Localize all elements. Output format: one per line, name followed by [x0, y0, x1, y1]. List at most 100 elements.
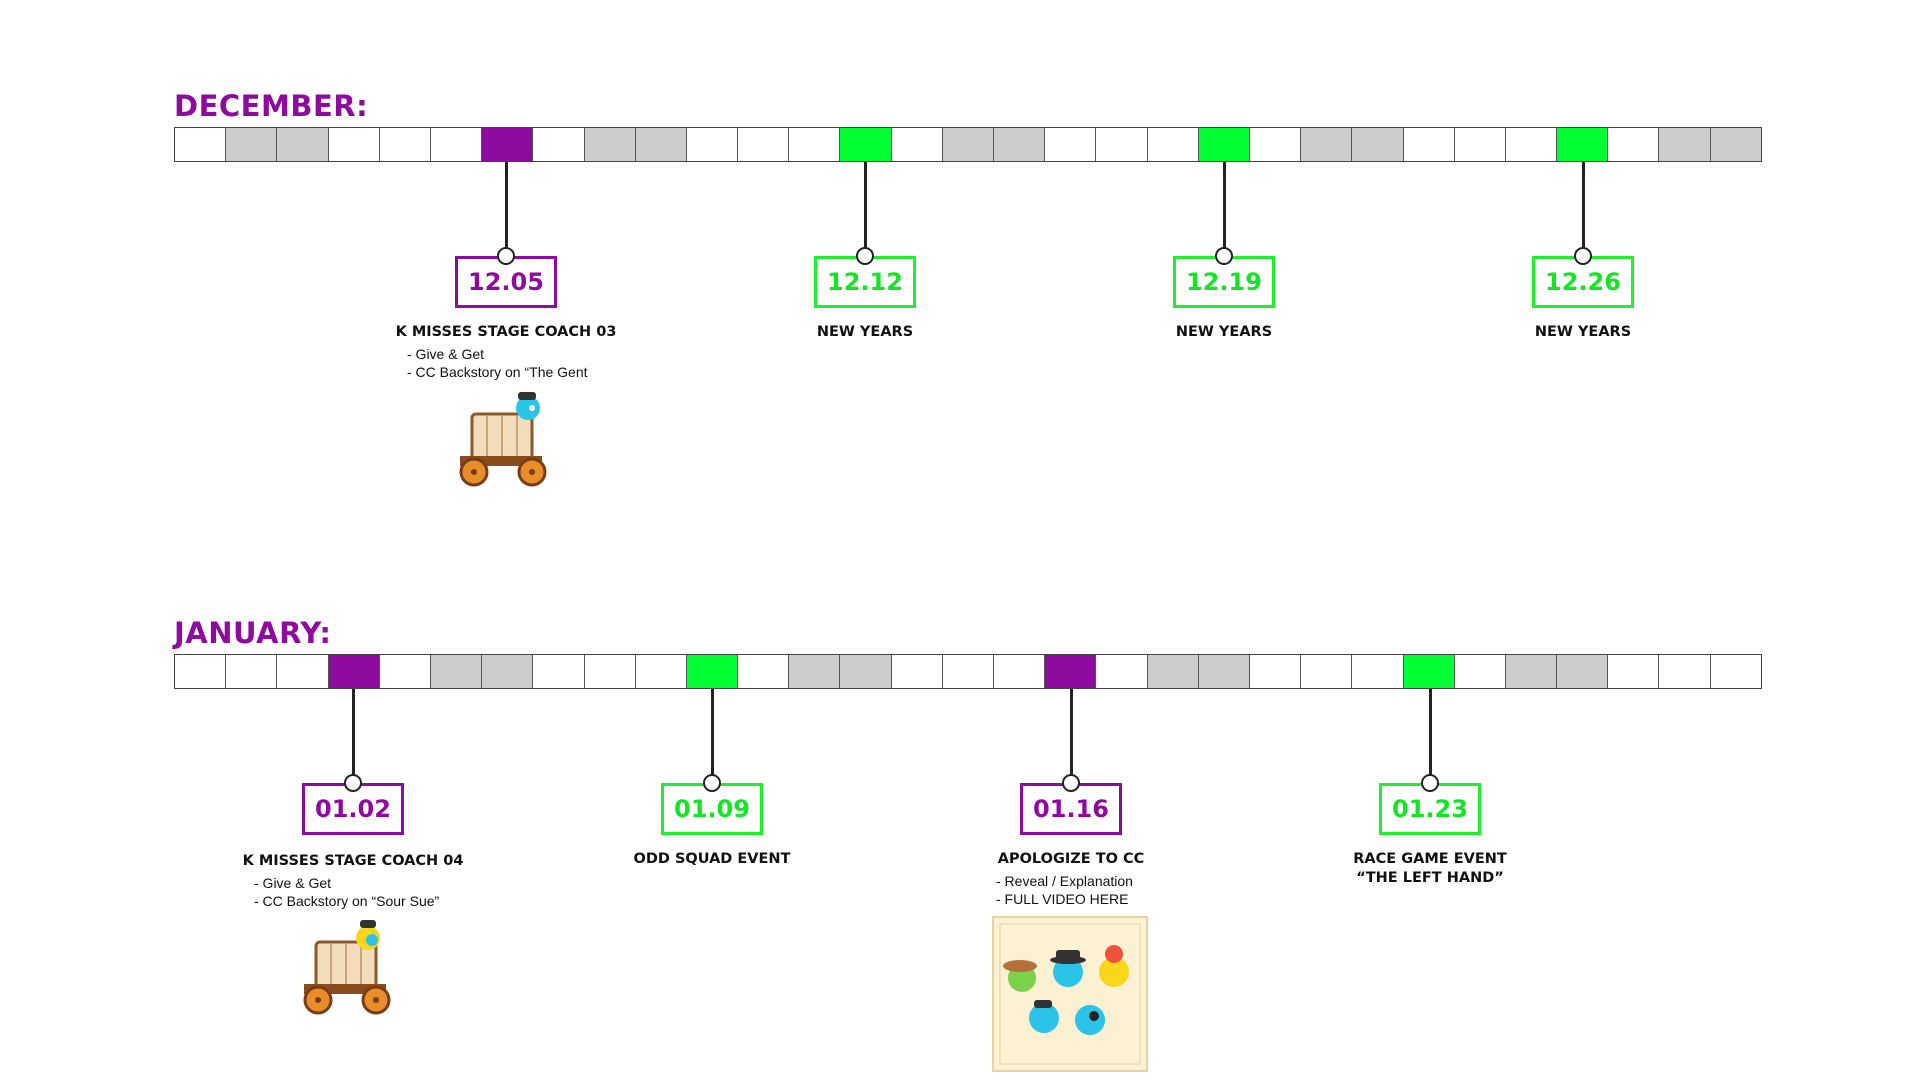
date-badge: 12.26: [1532, 256, 1634, 308]
event-subtitle: “THE LEFT HAND”: [1356, 870, 1504, 886]
day-cell: [482, 655, 534, 688]
day-cell: [1454, 128, 1506, 161]
event-bullet: - CC Backstory on “The Gent: [407, 364, 588, 380]
event-title: APOLOGIZE TO CC: [997, 851, 1145, 867]
day-cell: [840, 128, 892, 161]
day-cell: [1249, 128, 1302, 161]
day-cell: [891, 655, 943, 688]
day-cell: [175, 655, 227, 688]
day-cell: [789, 655, 841, 688]
timeline-node: [1062, 774, 1080, 792]
day-cell: [1659, 128, 1711, 161]
day-cell: [1557, 128, 1609, 161]
day-cell: [1454, 655, 1506, 688]
day-cell: [533, 128, 585, 161]
day-cell: [584, 655, 636, 688]
event-bullets: - Give & Get - CC Backstory on “The Gent: [407, 345, 588, 381]
event-connector: [1429, 689, 1432, 784]
event-connector: [1582, 162, 1585, 257]
stagecoach-icon: [459, 392, 547, 487]
character-group-card[interactable]: [992, 916, 1148, 1072]
day-cell: [379, 655, 431, 688]
event-connector: [711, 689, 714, 784]
event-title: NEW YEARS: [816, 324, 914, 340]
event-connector: [1223, 162, 1226, 257]
day-cell: [942, 128, 994, 161]
event-bullet: - Give & Get: [407, 346, 485, 362]
event-bullet: - CC Backstory on “Sour Sue”: [254, 893, 440, 909]
day-cell: [1608, 128, 1660, 161]
day-cell: [1352, 128, 1404, 161]
day-cell: [1198, 655, 1250, 688]
timeline-node: [344, 774, 362, 792]
day-cell: [1096, 655, 1148, 688]
day-cell: [994, 655, 1046, 688]
day-cell: [840, 655, 892, 688]
day-cell: [1147, 655, 1199, 688]
day-cell: [1505, 655, 1558, 688]
event-title: NEW YEARS: [1175, 324, 1273, 340]
day-cell: [1403, 655, 1455, 688]
month-title-december: DECEMBER:: [174, 89, 369, 123]
day-cell: [994, 128, 1046, 161]
event-connector: [505, 162, 508, 257]
timeline-node: [1215, 247, 1233, 265]
event-connector: [352, 689, 355, 784]
day-cell: [1557, 655, 1609, 688]
day-cell: [738, 128, 790, 161]
day-cell: [328, 128, 380, 161]
day-cell: [430, 655, 483, 688]
day-cell: [1505, 128, 1558, 161]
day-cell: [1045, 655, 1097, 688]
date-badge: 01.09: [661, 783, 763, 835]
day-cell: [1147, 128, 1199, 161]
day-cell: [789, 128, 841, 161]
event-title: RACE GAME EVENT: [1353, 851, 1507, 867]
day-cell: [1249, 655, 1302, 688]
event-title: NEW YEARS: [1534, 324, 1632, 340]
event-title: ODD SQUAD EVENT: [633, 851, 791, 867]
day-track-december: [174, 127, 1762, 162]
event-title: K MISSES STAGE COACH 04: [242, 853, 464, 869]
day-cell: [738, 655, 790, 688]
day-cell: [1301, 128, 1353, 161]
day-cell: [1096, 128, 1148, 161]
day-cell: [942, 655, 994, 688]
day-cell: [379, 128, 431, 161]
event-bullets: - Give & Get - CC Backstory on “Sour Sue…: [254, 874, 439, 910]
event-connector: [864, 162, 867, 257]
event-bullet[interactable]: - FULL VIDEO HERE: [996, 891, 1129, 907]
stagecoach-icon: [303, 920, 391, 1015]
date-badge: 12.05: [455, 256, 557, 308]
day-track-january: [174, 654, 1762, 689]
month-title-january: JANUARY:: [174, 616, 332, 650]
day-cell: [1045, 128, 1097, 161]
day-cell: [328, 655, 380, 688]
day-cell: [1403, 128, 1455, 161]
event-title: K MISSES STAGE COACH 03: [395, 324, 617, 340]
day-cell: [226, 655, 278, 688]
day-cell: [1608, 655, 1660, 688]
day-cell: [277, 128, 329, 161]
timeline-node: [703, 774, 721, 792]
event-bullets: - Reveal / Explanation - FULL VIDEO HERE: [996, 872, 1133, 908]
day-cell: [1301, 655, 1353, 688]
day-cell: [686, 655, 739, 688]
event-bullet: - Give & Get: [254, 875, 332, 891]
event-connector: [1070, 689, 1073, 784]
day-cell: [1710, 128, 1761, 161]
timeline-node: [1421, 774, 1439, 792]
day-cell: [584, 128, 636, 161]
timeline-node: [856, 247, 874, 265]
timeline-node: [497, 247, 515, 265]
day-cell: [1198, 128, 1250, 161]
day-cell: [533, 655, 585, 688]
day-cell: [1352, 655, 1404, 688]
day-cell: [635, 655, 687, 688]
day-cell: [1710, 655, 1761, 688]
day-cell: [277, 655, 329, 688]
event-bullet: - Reveal / Explanation: [996, 873, 1133, 889]
day-cell: [482, 128, 534, 161]
day-cell: [175, 128, 227, 161]
day-cell: [686, 128, 739, 161]
